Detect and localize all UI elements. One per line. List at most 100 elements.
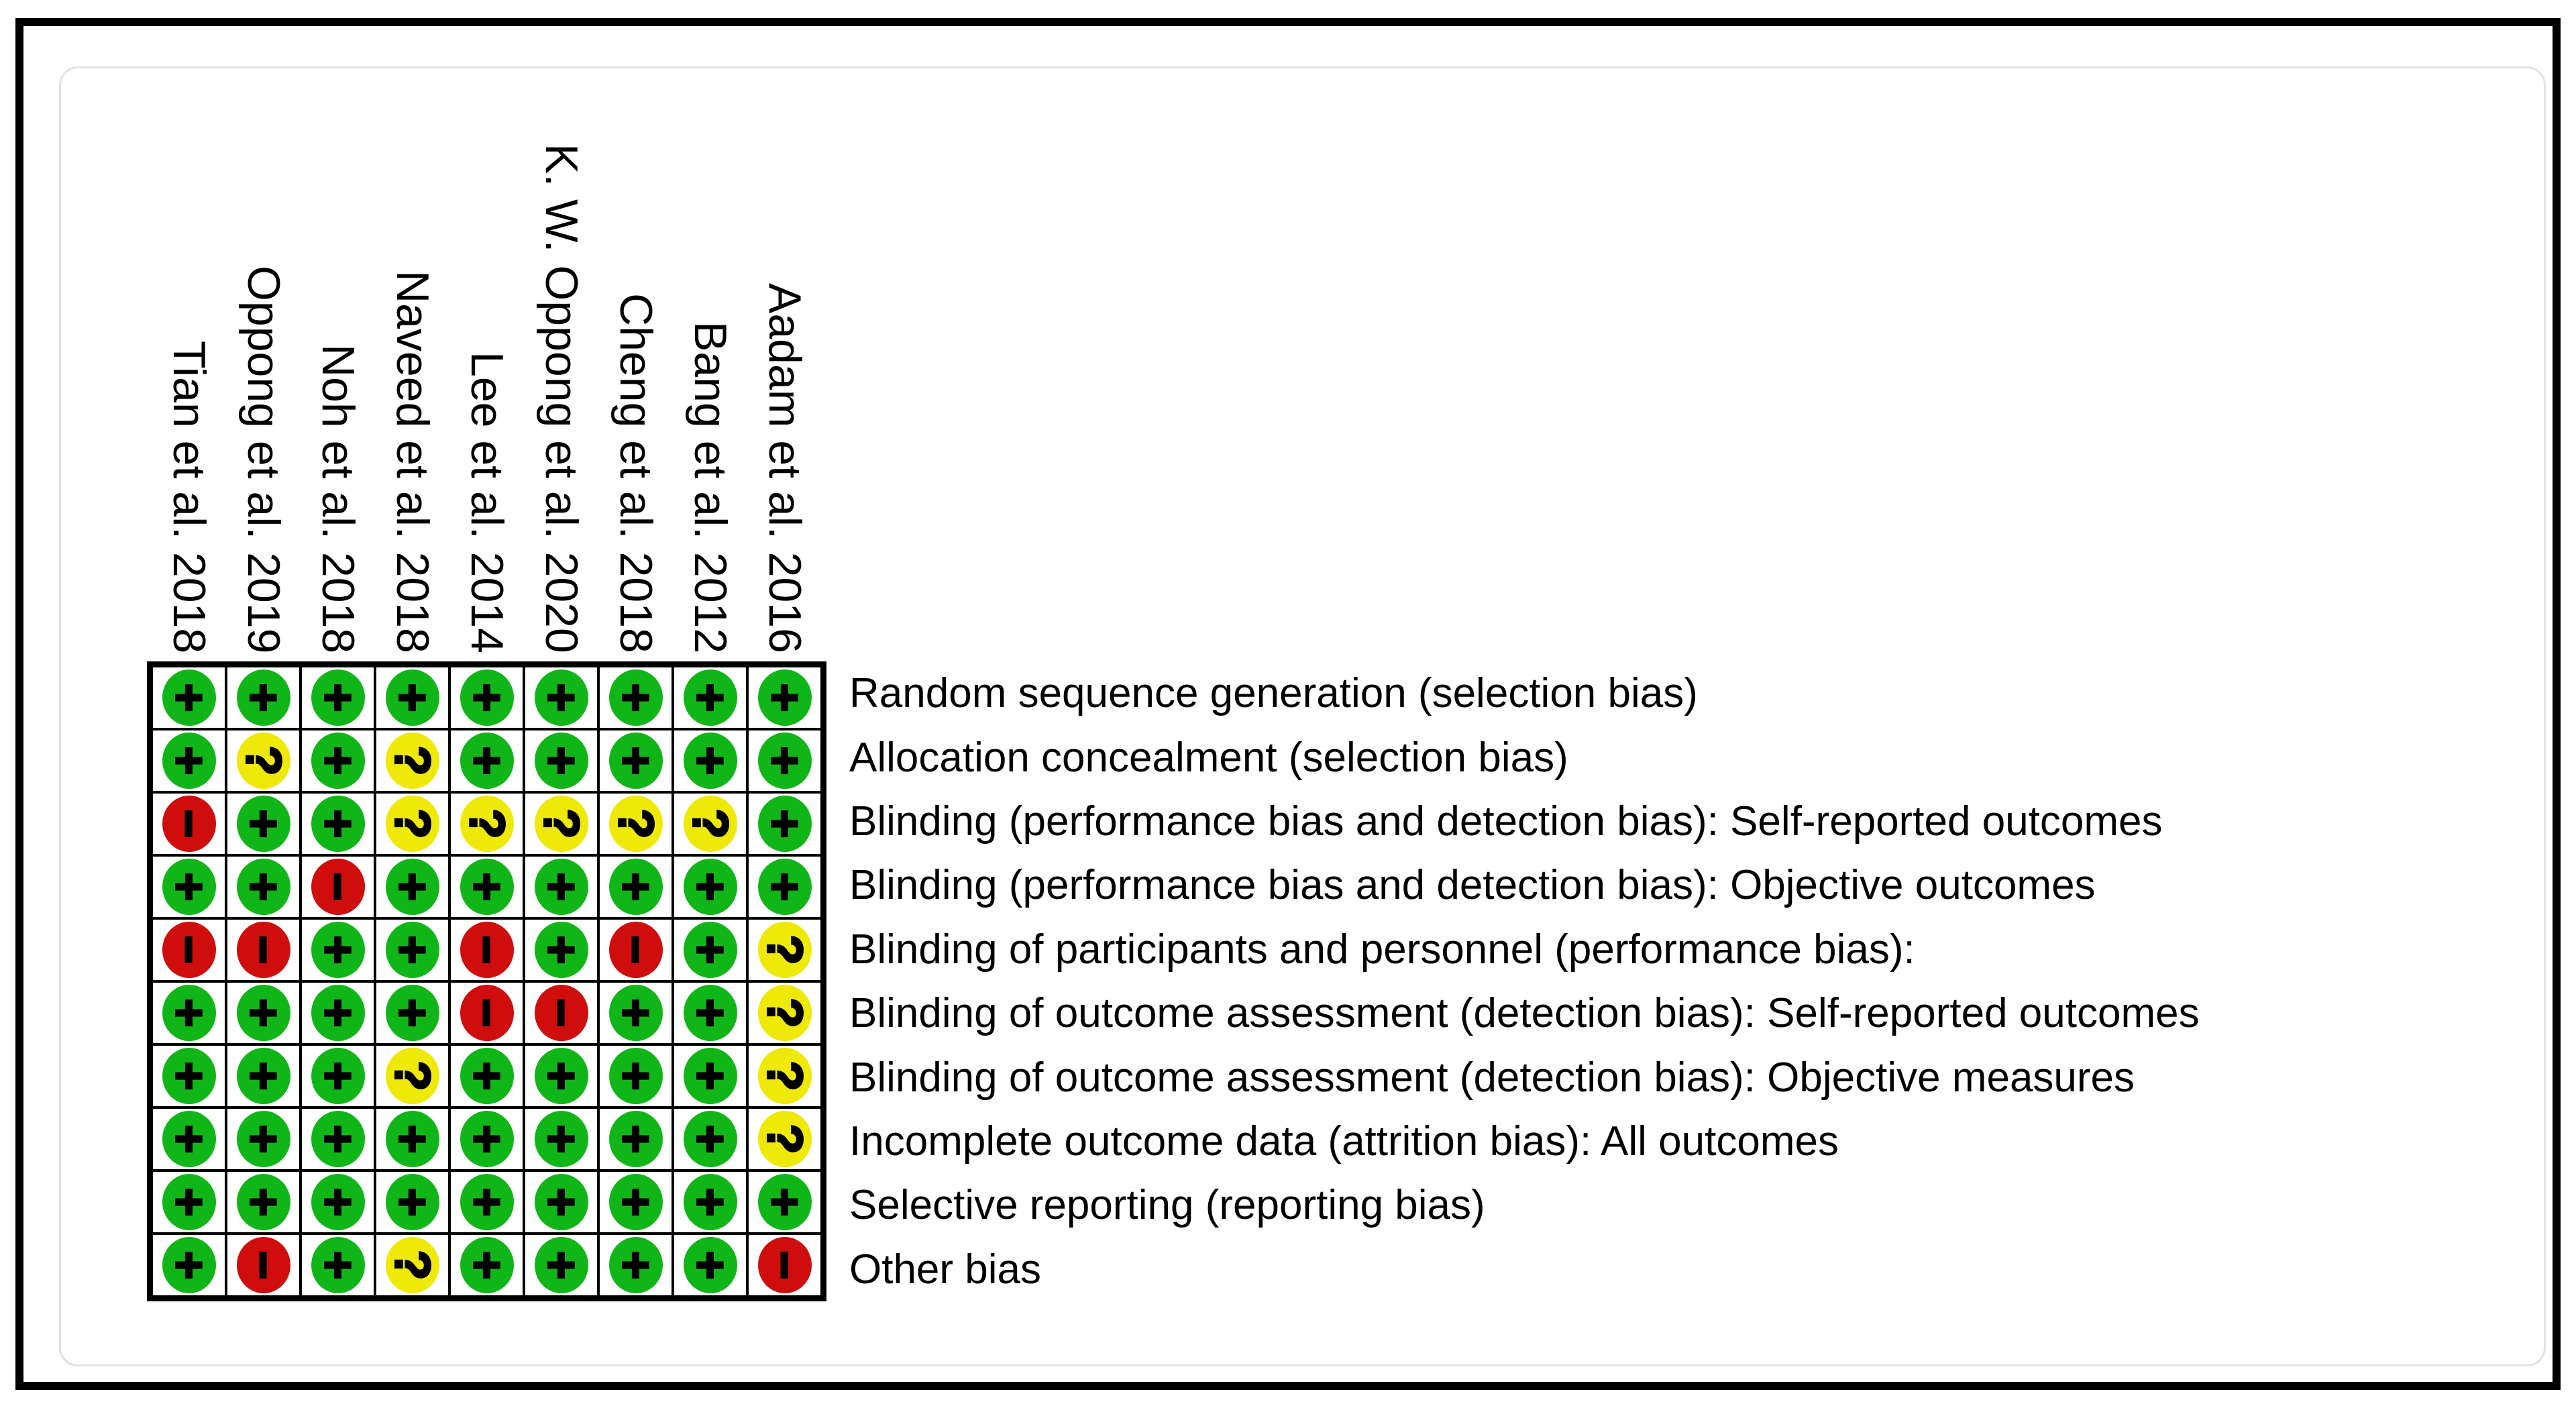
low-risk-icon: +	[458, 1111, 516, 1167]
low-risk-icon: +	[533, 922, 590, 978]
judgement-symbol: ?	[756, 1060, 814, 1092]
judgement-symbol: +	[533, 1187, 590, 1217]
bias-domain-labels: Random sequence generation (selection bi…	[849, 661, 2513, 1301]
low-risk-icon: +	[607, 985, 665, 1041]
judgement-symbol: +	[607, 682, 665, 713]
low-risk-icon: +	[458, 669, 516, 726]
judgement-symbol: +	[458, 1187, 516, 1217]
judgement-symbol: −	[458, 934, 516, 965]
low-risk-icon: +	[309, 733, 367, 789]
judgement-symbol: +	[309, 997, 367, 1028]
rob-cell: +	[302, 730, 374, 791]
rob-cell: +	[153, 667, 225, 728]
rob-cell: +	[749, 667, 820, 728]
judgement-symbol: +	[607, 1250, 665, 1281]
judgement-symbol: +	[160, 1061, 218, 1091]
judgement-symbol: ?	[756, 934, 814, 966]
rob-cell: +	[674, 920, 746, 980]
judgement-symbol: +	[607, 1061, 665, 1091]
judgement-symbol: +	[235, 1061, 292, 1091]
study-header-cell: Aadam et al. 2016	[749, 101, 820, 653]
judgement-symbol: +	[160, 745, 218, 776]
rob-cell: +	[227, 794, 299, 854]
judgement-symbol: +	[458, 1124, 516, 1154]
bias-domain-label: Blinding of outcome assessment (detectio…	[849, 1054, 2135, 1101]
rob-cell: −	[749, 1235, 820, 1295]
judgement-symbol: +	[533, 1250, 590, 1281]
low-risk-icon: +	[682, 985, 739, 1041]
judgement-symbol: ?	[458, 808, 516, 840]
rob-cell: ?	[749, 920, 820, 980]
low-risk-icon: +	[682, 733, 739, 789]
low-risk-icon: +	[682, 922, 739, 978]
rob-cell: +	[749, 794, 820, 854]
judgement-symbol: +	[607, 871, 665, 902]
study-label: Lee et al. 2014	[462, 351, 513, 653]
study-header-cell: K. W. Oppong et al. 2020	[525, 101, 597, 653]
unclear-risk-icon: ?	[756, 1111, 814, 1167]
rob-cell: ?	[525, 794, 597, 854]
low-risk-icon: +	[533, 1237, 590, 1293]
rob-cell: +	[525, 1172, 597, 1232]
rob-cell: +	[600, 1046, 672, 1106]
high-risk-icon: −	[458, 985, 516, 1041]
rob-cell: +	[302, 1172, 374, 1232]
rob-cell: +	[600, 983, 672, 1043]
judgement-symbol: +	[458, 745, 516, 776]
bias-domain-label: Blinding (performance bias and detection…	[849, 862, 2096, 909]
rob-cell: ?	[749, 983, 820, 1043]
judgement-symbol: +	[458, 1061, 516, 1091]
low-risk-icon: +	[458, 733, 516, 789]
high-risk-icon: −	[458, 922, 516, 978]
judgement-symbol: +	[533, 1124, 590, 1154]
rob-cell: +	[451, 1172, 523, 1232]
rob-cell: +	[525, 857, 597, 917]
low-risk-icon: +	[160, 1111, 218, 1167]
rob-cell: +	[749, 730, 820, 791]
unclear-risk-icon: ?	[607, 796, 665, 852]
rob-cell: +	[153, 983, 225, 1043]
rob-cell: −	[227, 1235, 299, 1295]
rob-cell: ?	[376, 730, 448, 791]
unclear-risk-icon: ?	[235, 733, 292, 789]
low-risk-icon: +	[309, 985, 367, 1041]
rob-cell: −	[227, 920, 299, 980]
low-risk-icon: +	[160, 733, 218, 789]
rob-cell: +	[600, 730, 672, 791]
rob-cell: +	[451, 1235, 523, 1295]
judgement-symbol: +	[160, 1124, 218, 1154]
judgement-symbol: +	[160, 682, 218, 713]
judgement-symbol: +	[682, 1124, 739, 1154]
judgement-symbol: ?	[384, 808, 441, 840]
low-risk-icon: +	[309, 1111, 367, 1167]
high-risk-icon: −	[235, 1237, 292, 1293]
low-risk-icon: +	[235, 1048, 292, 1104]
rob-cell: −	[451, 983, 523, 1043]
unclear-risk-icon: ?	[384, 1048, 441, 1104]
low-risk-icon: +	[533, 1111, 590, 1167]
study-header-cell: Bang et al. 2012	[674, 101, 746, 653]
judgement-symbol: −	[458, 997, 516, 1028]
rob-cell: −	[302, 857, 374, 917]
high-risk-icon: −	[607, 922, 665, 978]
low-risk-icon: +	[682, 1111, 739, 1167]
low-risk-icon: +	[384, 669, 441, 726]
low-risk-icon: +	[384, 1174, 441, 1230]
rob-cell: ?	[227, 730, 299, 791]
rob-cell: +	[153, 1109, 225, 1169]
judgement-symbol: ?	[533, 808, 590, 840]
low-risk-icon: +	[235, 669, 292, 726]
low-risk-icon: +	[309, 669, 367, 726]
bias-domain-label: Blinding of outcome assessment (detectio…	[849, 990, 2200, 1037]
low-risk-icon: +	[309, 1237, 367, 1293]
low-risk-icon: +	[756, 796, 814, 852]
low-risk-icon: +	[309, 922, 367, 978]
study-header-cell: Lee et al. 2014	[451, 101, 523, 653]
judgement-symbol: +	[384, 934, 441, 965]
low-risk-icon: +	[235, 1174, 292, 1230]
low-risk-icon: +	[160, 985, 218, 1041]
low-risk-icon: +	[682, 1237, 739, 1293]
rob-cell: +	[376, 667, 448, 728]
low-risk-icon: +	[533, 669, 590, 726]
